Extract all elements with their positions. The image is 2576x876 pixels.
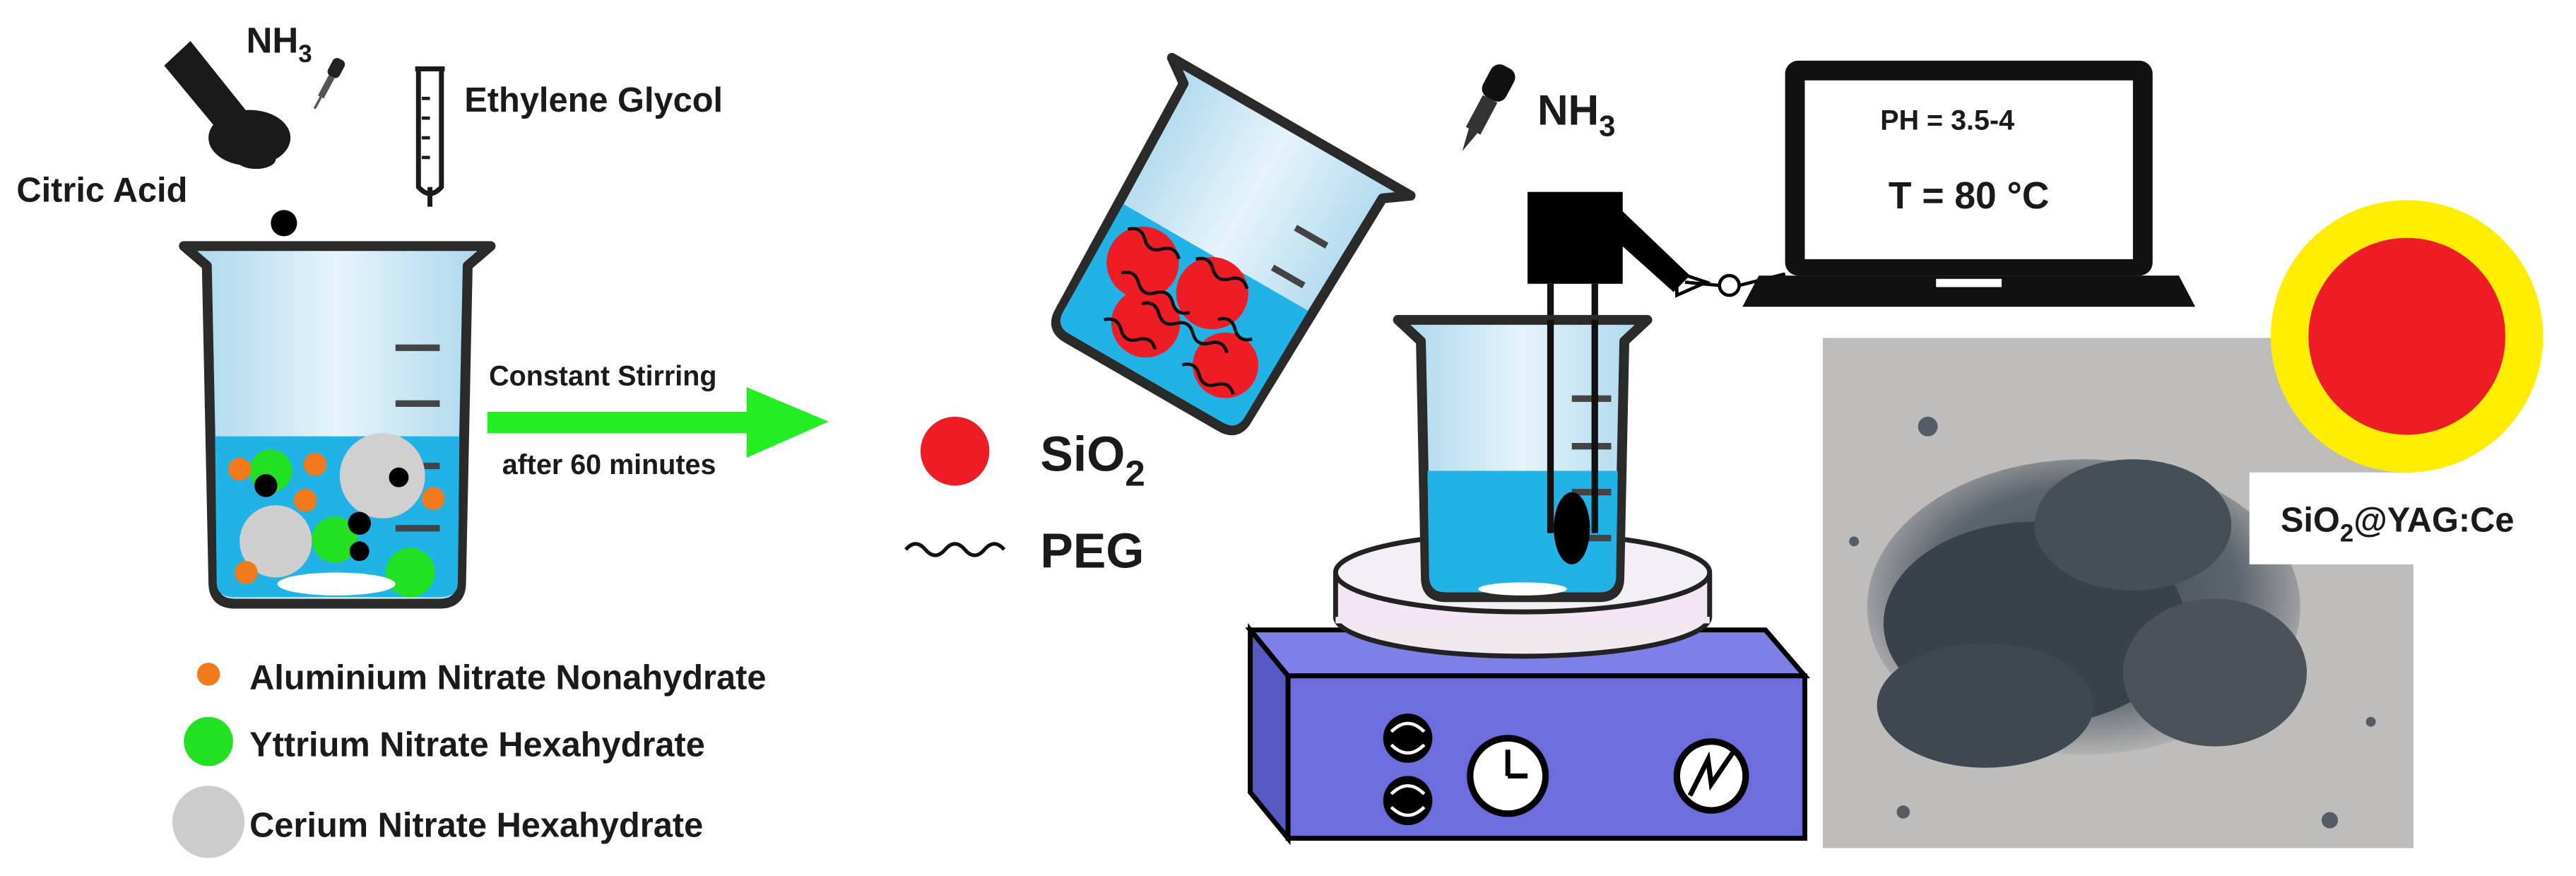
- legend-cerium: Cerium Nitrate Hexahydrate: [249, 806, 703, 844]
- beaker-right: [1393, 314, 1653, 603]
- power-icon: [1673, 738, 1749, 814]
- syringe-icon: [415, 66, 445, 207]
- arrow-top-label: Constant Stirring: [489, 361, 716, 392]
- product-photo: [1823, 338, 2413, 848]
- sio2-core: [2308, 237, 2505, 435]
- beaker-left: [179, 241, 496, 609]
- peg-icon: [904, 542, 1006, 557]
- laptop: [1742, 60, 2196, 307]
- legend-aluminium: Aluminium Nitrate Nonahydrate: [249, 658, 766, 697]
- nh3-label-mid: NH3: [1537, 85, 1615, 142]
- beaker-tilted: [1051, 52, 1416, 436]
- dropper-icon-small: [313, 58, 345, 110]
- sio2-label: SiO2: [1040, 426, 1145, 493]
- knob-top-icon: [1383, 714, 1433, 763]
- spatula-icon: [164, 41, 291, 170]
- sio2-swatch: [920, 416, 990, 486]
- nh3-label-top: NH3: [246, 20, 312, 68]
- product-label-box: [2249, 472, 2576, 564]
- citric-acid-label: Citric Acid: [16, 172, 187, 210]
- reaction-arrow: [487, 387, 829, 458]
- clock-icon: [1467, 735, 1549, 817]
- yttrium-swatch: [184, 716, 233, 766]
- ph-readout: PH = 3.5-4: [1880, 105, 2014, 136]
- arrow-bottom-label: after 60 minutes: [502, 449, 716, 480]
- legend-left: Aluminium Nitrate Nonahydrate Yttrium Ni…: [172, 658, 766, 858]
- cerium-swatch: [172, 786, 245, 858]
- citric-acid-drop-icon: [271, 210, 297, 237]
- product-label: SiO2@YAG:Ce: [2281, 501, 2515, 547]
- peg-label: PEG: [1040, 523, 1144, 578]
- aluminium-swatch: [196, 663, 220, 686]
- dropper-icon: [1462, 64, 1516, 151]
- knob-bottom-icon: [1383, 776, 1433, 826]
- legend-yttrium: Yttrium Nitrate Hexahydrate: [249, 726, 705, 764]
- temperature-readout: T = 80 °C: [1889, 175, 2050, 217]
- ethylene-glycol-label: Ethylene Glycol: [464, 81, 723, 119]
